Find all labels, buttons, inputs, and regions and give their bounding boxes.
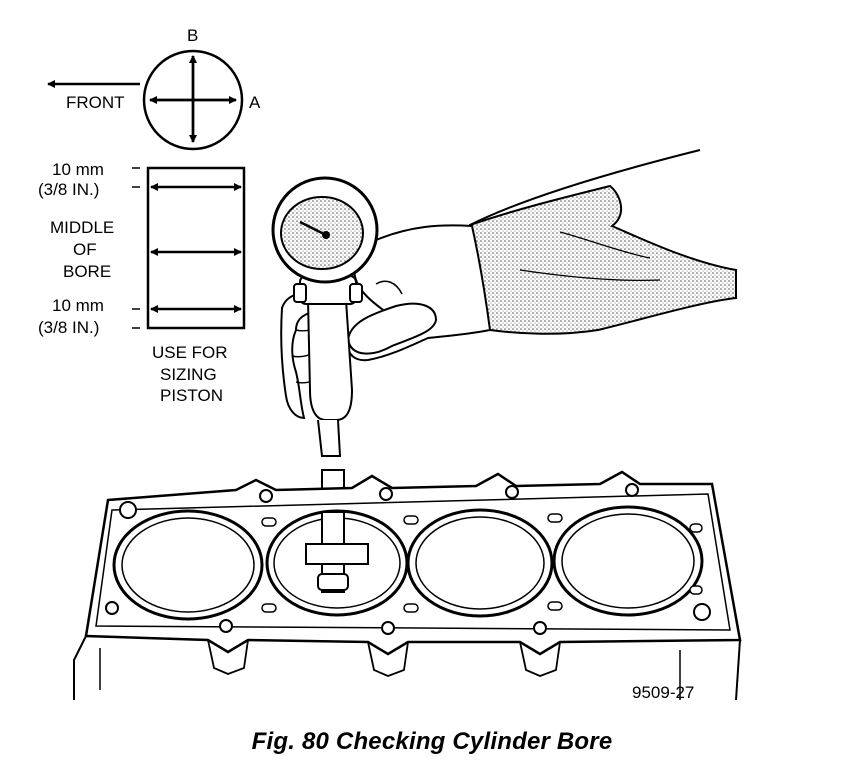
note-line1: USE FOR (152, 343, 228, 362)
orientation-diagram: FRONT B A (47, 26, 261, 151)
cylinder-bore-1 (112, 509, 264, 621)
thumb (346, 302, 438, 355)
dowel-pin (693, 603, 711, 621)
note-line2: SIZING (160, 365, 217, 384)
figure-caption: Fig. 80 Checking Cylinder Bore (251, 728, 613, 755)
dial-needle (299, 220, 327, 237)
middle-label-line3: BORE (63, 262, 111, 281)
axis-b-label: B (187, 26, 198, 45)
cylinder-bore-4 (552, 505, 704, 617)
note-line3: PISTON (160, 386, 223, 405)
front-label: FRONT (66, 93, 125, 112)
part-number: 9509-27 (632, 683, 694, 702)
gauge-handle (306, 299, 354, 421)
dowel-pin (119, 501, 137, 519)
bore-measurement-chart: 10 mm (3/8 IN.) MIDDLE OF BORE 10 mm (3/… (38, 160, 246, 405)
hand-with-dial-bore-gauge (271, 149, 737, 457)
bottom-measure-mm: 10 mm (52, 296, 104, 315)
middle-label-line1: MIDDLE (50, 218, 114, 237)
bottom-measure-in: (3/8 IN.) (38, 318, 99, 337)
engine-block (73, 470, 742, 701)
middle-label-line2: OF (73, 240, 97, 259)
axis-a-label: A (249, 93, 261, 112)
bore-section-box (146, 166, 246, 330)
cylinder-bore-3 (406, 508, 554, 618)
bore-orientation-circle (142, 49, 244, 151)
top-measure-mm: 10 mm (52, 160, 104, 179)
top-measure-in: (3/8 IN.) (38, 180, 99, 199)
